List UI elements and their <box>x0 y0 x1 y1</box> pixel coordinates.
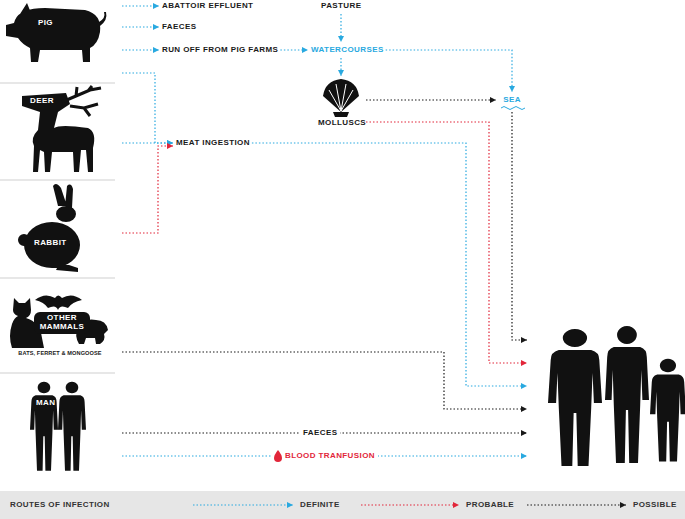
node-label: RABBIT <box>34 237 67 249</box>
infection-route <box>252 143 527 386</box>
node-label: PASTURE <box>321 0 361 12</box>
route-node: ABATTOIR EFFLUENT <box>162 0 253 12</box>
man-node: MAN <box>0 375 120 487</box>
infection-route <box>122 146 173 233</box>
infection-route <box>122 49 159 50</box>
legend-heading: ROUTES OF INFECTION <box>10 499 110 511</box>
node-label: PIG <box>38 17 53 29</box>
node-label: BATS, FERRET & MONGOOSE <box>2 350 118 357</box>
person-silhouette <box>548 329 602 466</box>
separator-line <box>0 180 115 181</box>
node-label: DEER <box>30 95 54 107</box>
legend-samples <box>193 505 626 506</box>
node-label: WATERCOURSES <box>311 44 384 56</box>
sea-node: SEA <box>499 94 525 110</box>
rabbit-silhouette <box>18 184 80 272</box>
legend-sample <box>193 505 293 506</box>
node-label: MEAT INGESTION <box>176 137 250 149</box>
legend-label: POSSIBLE <box>633 499 677 511</box>
legend-line <box>361 504 459 505</box>
legend-line <box>527 504 626 505</box>
infection-route <box>386 50 512 92</box>
legend-label: PROBABLE <box>466 499 514 511</box>
node-label: RUN OFF FROM PIG FARMS <box>162 44 278 56</box>
node-label: SEA <box>499 94 525 106</box>
node-label: ABATTOIR EFFLUENT <box>162 0 253 12</box>
mollusc-node: MOLLUSCS <box>318 78 364 128</box>
infection-route <box>512 112 527 340</box>
pig-node: PIG <box>0 0 120 82</box>
shell-icon <box>323 79 359 117</box>
legend-band <box>0 491 685 519</box>
infection-route <box>122 73 173 143</box>
person-silhouette <box>605 326 649 463</box>
mammals-node: OTHER MAMMALS BATS, FERRET & MONGOOSE <box>0 280 120 372</box>
node-label: OTHER MAMMALS <box>35 313 89 331</box>
infection-route <box>280 49 308 50</box>
route-label: FAECES <box>300 427 340 439</box>
route-node: PASTURE <box>321 0 361 12</box>
rabbit-node: RABBIT <box>0 181 120 276</box>
infection-route <box>122 26 159 27</box>
bat-silhouette <box>35 295 82 310</box>
node-label: MOLLUSCS <box>318 117 364 129</box>
node-label: FAECES <box>162 21 196 33</box>
legend-sample <box>527 505 626 506</box>
pig-silhouette <box>6 3 106 62</box>
infection-route <box>366 99 496 100</box>
infection-route <box>340 14 341 42</box>
people-node <box>530 318 685 473</box>
person-silhouette <box>650 359 685 462</box>
infection-route <box>122 5 159 6</box>
route-node: RUN OFF FROM PIG FARMS <box>162 44 278 56</box>
separator-line <box>0 278 115 279</box>
shell-ridges <box>329 84 353 111</box>
node-label: MAN <box>36 397 55 409</box>
deer-silhouette <box>22 93 94 172</box>
infection-route <box>366 122 527 363</box>
legend-sample <box>361 505 459 506</box>
water-node: WATERCOURSES <box>311 44 384 56</box>
mammals-silhouette <box>34 312 90 334</box>
separator-line <box>0 83 115 84</box>
route-node: MEAT INGESTION <box>176 137 250 149</box>
man-silhouette <box>30 382 58 471</box>
deer-antlers <box>62 86 101 116</box>
infection-route <box>122 142 173 143</box>
legend-label: DEFINITE <box>300 499 340 511</box>
infection-route <box>122 352 527 409</box>
deer-node: DEER <box>0 85 120 178</box>
separator-line <box>0 373 115 374</box>
route-node: FAECES <box>162 21 196 33</box>
sea-wave <box>501 107 525 110</box>
route-label: BLOOD TRANFUSION <box>271 450 378 462</box>
man-silhouette <box>58 382 86 471</box>
blood-drop-icon <box>274 450 282 462</box>
infection-route <box>340 58 341 76</box>
legend-line <box>193 504 293 505</box>
